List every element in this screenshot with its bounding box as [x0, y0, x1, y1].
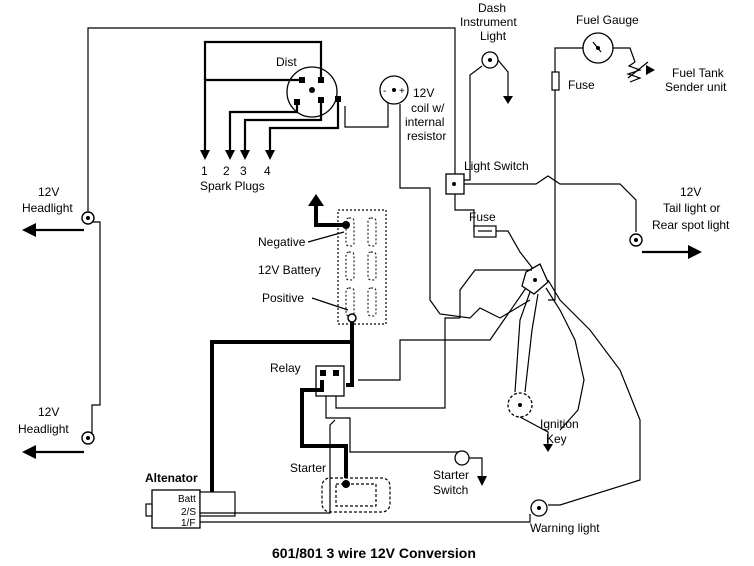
starter-switch — [454, 450, 487, 486]
battery-label: 12V Battery — [258, 263, 321, 277]
starter-label: Starter — [290, 461, 326, 475]
ignition-key-label-1: Ignition — [540, 417, 579, 431]
light-switch — [445, 173, 637, 232]
tail-light-label-1: 12V — [680, 185, 701, 199]
starter-switch-label-1: Starter — [433, 468, 469, 482]
fuel-gauge-fuse — [548, 71, 560, 301]
ignition-key-label-2: Key — [546, 432, 567, 446]
dash-instrument-light — [462, 51, 513, 181]
altenator-label: Altenator — [145, 471, 198, 485]
dash-label-3: Light — [480, 29, 507, 43]
fuel-tank-label-2: Sender unit — [665, 80, 727, 94]
svg-text:+: + — [399, 86, 405, 97]
light-switch-label: Light Switch — [464, 159, 529, 173]
headlight-wiring — [87, 27, 475, 436]
fuel-gauge-label: Fuel Gauge — [576, 13, 639, 27]
fuse-mid-label: Fuse — [469, 210, 496, 224]
headlight-top-label-2: Headlight — [22, 201, 73, 215]
plug-3-label: 3 — [240, 164, 247, 178]
fuel-tank-label-1: Fuel Tank — [672, 66, 725, 80]
fuel-gauge — [554, 32, 636, 72]
fuel-tank-sender — [626, 61, 655, 83]
battery-negative-lead — [308, 194, 346, 227]
plug-1-label: 1 — [201, 164, 208, 178]
dash-label-2: Instrument — [460, 15, 517, 29]
alt-batt-label: Batt — [178, 494, 196, 505]
ignition-coil: - + — [344, 75, 531, 319]
dist-label: Dist — [276, 55, 297, 69]
warning-light-label: Warning light — [530, 521, 600, 535]
warning-light — [530, 499, 548, 517]
coil-label-2: coil w/ — [411, 101, 445, 115]
light-circuit-fuse — [473, 225, 535, 271]
fuse-top-label: Fuse — [568, 78, 595, 92]
coil-label-3: internal — [405, 115, 444, 129]
starter-motor — [321, 477, 391, 513]
dash-label-1: Dash — [478, 1, 506, 15]
alt-2s-label: 2/S — [181, 507, 196, 518]
battery — [337, 209, 387, 325]
ignition-key-switch — [507, 392, 553, 452]
spark-plug-leads — [200, 40, 340, 160]
alt-1f-label: 1/F — [181, 518, 195, 529]
headlight-top — [22, 211, 95, 237]
svg-text:-: - — [383, 86, 386, 97]
diagram-title: 601/801 3 wire 12V Conversion — [272, 545, 476, 561]
negative-label: Negative — [258, 235, 306, 249]
plug-2-label: 2 — [223, 164, 230, 178]
relay — [300, 317, 460, 480]
tail-light-label-3: Rear spot light — [652, 218, 730, 232]
ignition-junction — [358, 263, 641, 506]
positive-leader — [311, 297, 349, 311]
headlight-bottom-label-2: Headlight — [18, 422, 69, 436]
starter-switch-label-2: Switch — [433, 483, 468, 497]
alternator — [145, 419, 531, 529]
relay-label: Relay — [270, 361, 301, 375]
positive-label: Positive — [262, 291, 304, 305]
headlight-bottom — [22, 431, 95, 459]
headlight-bottom-label-1: 12V — [38, 405, 59, 419]
tail-light-label-2: Tail light or — [663, 201, 720, 215]
plug-4-label: 4 — [264, 164, 271, 178]
negative-leader — [307, 231, 345, 243]
tail-light — [629, 233, 702, 259]
coil-label-1: 12V — [413, 86, 434, 100]
headlight-top-label-1: 12V — [38, 185, 59, 199]
coil-label-4: resistor — [407, 129, 446, 143]
spark-plugs-label: Spark Plugs — [200, 179, 265, 193]
